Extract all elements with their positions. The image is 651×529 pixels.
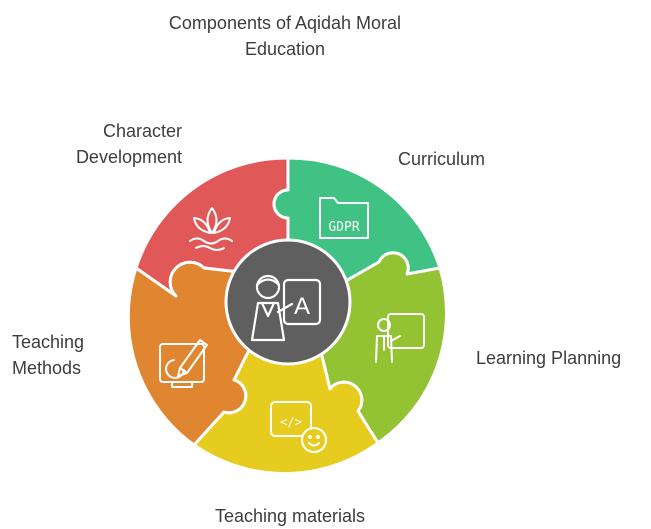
label-character-development: Character Development xyxy=(75,121,182,167)
center-hub xyxy=(224,238,352,366)
teacher-icon: A xyxy=(250,274,322,342)
drawing-tablet-icon xyxy=(159,339,208,388)
label-teaching-materials: Teaching materials xyxy=(214,506,366,526)
code-icon-text: </> xyxy=(280,415,302,429)
center-icon-letter: A xyxy=(294,293,310,320)
label-teaching-methods: Teaching Methods xyxy=(12,332,85,378)
label-curriculum: Curriculum xyxy=(398,149,486,169)
label-learning-planning: Learning Planning xyxy=(476,348,622,368)
diagram-title: Components of Aqidah Moral Education xyxy=(168,13,402,59)
gdpr-folder-icon: GDPR xyxy=(319,197,369,239)
code-document-icon: </> xyxy=(270,401,327,453)
lotus-icon xyxy=(189,207,233,251)
teacher-board-icon xyxy=(375,313,425,363)
gdpr-icon-text: GDPR xyxy=(328,220,359,235)
